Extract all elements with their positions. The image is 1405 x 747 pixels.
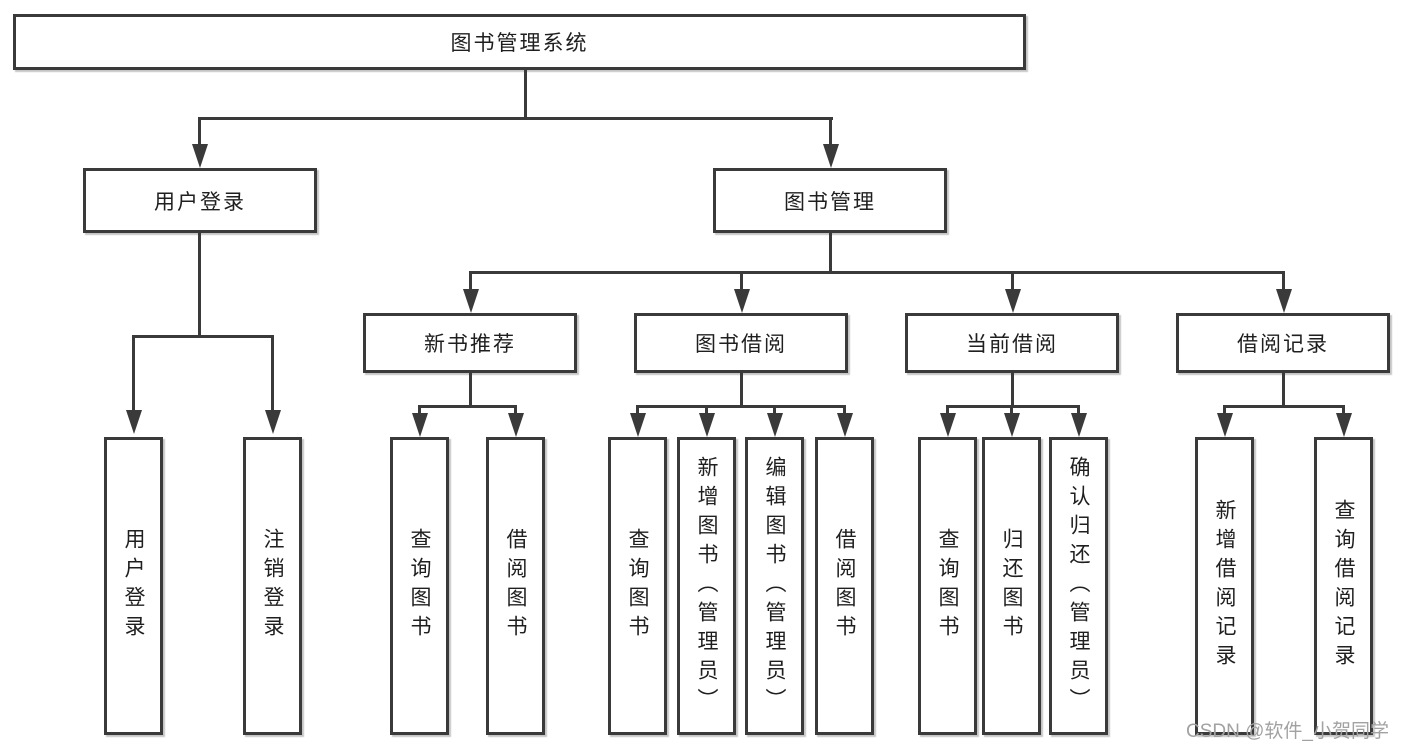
connector-line	[740, 373, 743, 407]
leaf-borrow-books-recommend: 借阅图书	[486, 437, 545, 735]
node-label: 当前借阅	[966, 333, 1058, 356]
connector-arrow	[1216, 405, 1233, 437]
node-borrowing-records: 借阅记录	[1176, 313, 1390, 373]
node-label: 图书管理系统	[450, 32, 589, 55]
arrow-head-icon	[733, 289, 750, 313]
connector-arrow	[1335, 405, 1352, 437]
arrow-head-icon	[1216, 413, 1233, 437]
leaf-return-book: 归还图书	[982, 437, 1041, 735]
connector-line	[418, 405, 517, 408]
leaf-label: 查询图书	[626, 528, 649, 644]
connector-arrow	[191, 117, 208, 168]
leaf-query-books-current: 查询图书	[918, 437, 977, 735]
leaf-label: 查询图书	[408, 528, 431, 644]
connector-line	[1282, 373, 1285, 407]
leaf-label: 编辑图书（管理员）	[763, 455, 786, 717]
leaf-query-books-recommend: 查询图书	[390, 437, 449, 735]
leaf-label: 借阅图书	[504, 528, 527, 644]
leaf-query-books-borrowing: 查询图书	[608, 437, 667, 735]
leaf-add-borrow-record: 新增借阅记录	[1195, 437, 1254, 735]
connector-arrow	[939, 405, 956, 437]
connector-arrow	[1003, 405, 1020, 437]
node-label: 图书管理	[784, 190, 876, 214]
connector-line	[636, 405, 846, 408]
connector-arrow	[411, 405, 428, 437]
connector-line	[946, 405, 1080, 408]
node-book-borrowing: 图书借阅	[634, 313, 848, 373]
arrow-head-icon	[822, 144, 839, 168]
arrow-head-icon	[507, 413, 524, 437]
leaf-add-book-admin: 新增图书（管理员）	[677, 437, 736, 735]
leaf-label: 新增借阅记录	[1213, 499, 1236, 673]
node-label: 新书推荐	[424, 333, 516, 356]
arrow-head-icon	[698, 413, 715, 437]
connector-line	[198, 233, 201, 338]
arrow-head-icon	[264, 410, 281, 434]
arrow-head-icon	[462, 289, 479, 313]
arrow-head-icon	[629, 413, 646, 437]
connector-line	[132, 335, 274, 338]
leaf-label: 归还图书	[1000, 528, 1023, 644]
arrow-head-icon	[836, 413, 853, 437]
connector-arrow	[822, 117, 839, 168]
connector-arrow	[1275, 271, 1292, 313]
arrow-head-icon	[1004, 289, 1021, 313]
arrow-head-icon	[411, 413, 428, 437]
connector-line	[469, 373, 472, 407]
leaf-label: 新增图书（管理员）	[695, 455, 718, 717]
node-label: 图书借阅	[695, 333, 787, 356]
node-new-book-recommendation: 新书推荐	[363, 313, 577, 373]
connector-line	[469, 271, 1285, 274]
csdn-watermark: CSDN @软件_小贺同学	[1186, 721, 1389, 742]
leaf-label: 查询借阅记录	[1332, 499, 1355, 673]
connector-line	[829, 233, 832, 274]
arrow-head-icon	[766, 413, 783, 437]
arrow-head-icon	[1335, 413, 1352, 437]
arrow-head-icon	[939, 413, 956, 437]
leaf-confirm-return-admin: 确认归还（管理员）	[1049, 437, 1108, 735]
leaf-label: 注销登录	[261, 528, 284, 644]
arrow-head-icon	[1275, 289, 1292, 313]
node-library-management-system: 图书管理系统	[13, 14, 1026, 70]
leaf-edit-book-admin: 编辑图书（管理员）	[745, 437, 804, 735]
connector-arrow	[629, 405, 646, 437]
connector-arrow	[125, 335, 142, 434]
connector-arrow	[1070, 405, 1087, 437]
leaf-query-borrow-record: 查询借阅记录	[1314, 437, 1373, 735]
connector-arrow	[698, 405, 715, 437]
leaf-borrow-books-borrowing: 借阅图书	[815, 437, 874, 735]
node-current-borrowing: 当前借阅	[905, 313, 1119, 373]
connector-arrow	[1004, 271, 1021, 313]
connector-line	[1223, 405, 1345, 408]
arrow-head-icon	[1003, 413, 1020, 437]
node-label: 借阅记录	[1237, 333, 1329, 356]
connector-arrow	[836, 405, 853, 437]
node-user-login: 用户登录	[83, 168, 317, 233]
connector-arrow	[507, 405, 524, 437]
leaf-logout: 注销登录	[243, 437, 302, 735]
leaf-label: 查询图书	[936, 528, 959, 644]
node-book-management: 图书管理	[713, 168, 947, 233]
connector-line	[198, 117, 833, 120]
leaf-label: 用户登录	[122, 528, 145, 644]
connector-line	[1011, 373, 1014, 407]
connector-arrow	[766, 405, 783, 437]
leaf-user-login: 用户登录	[104, 437, 163, 735]
arrow-head-icon	[125, 410, 142, 434]
connector-arrow	[462, 271, 479, 313]
arrow-head-icon	[191, 144, 208, 168]
connector-line	[524, 68, 527, 119]
node-label: 用户登录	[154, 190, 246, 214]
leaf-label: 借阅图书	[833, 528, 856, 644]
connector-arrow	[733, 271, 750, 313]
connector-arrow	[264, 335, 281, 434]
arrow-head-icon	[1070, 413, 1087, 437]
leaf-label: 确认归还（管理员）	[1067, 455, 1090, 717]
